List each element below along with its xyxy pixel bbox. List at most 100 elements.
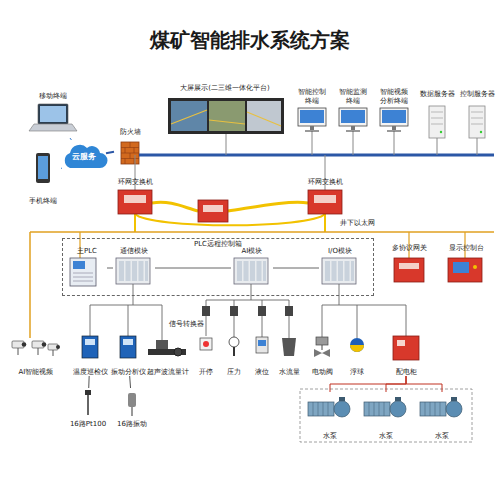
annotation-label: 井下以太网: [340, 219, 375, 228]
monitor-screen: [300, 110, 324, 123]
pump-motor: [364, 402, 390, 416]
pump-outlet: [395, 397, 401, 401]
main-plc: 主PLC: [67, 247, 107, 289]
node-label: 控制服务器: [460, 90, 495, 99]
terminal: 智能控制终端: [296, 88, 328, 136]
node-label: 多协议网关: [392, 244, 427, 253]
module-case: [116, 258, 150, 284]
ai-camera: AI智能视频: [8, 330, 64, 376]
instrument-box: [120, 336, 136, 358]
node-label: 移动终端: [39, 92, 67, 101]
ring-switch: 环网交换机: [108, 178, 162, 218]
float-switch: 浮球: [342, 330, 372, 376]
node-label: 开停: [199, 368, 213, 377]
cloud-service: 云服务: [62, 140, 106, 174]
plc-display: [73, 261, 85, 269]
sensor: 压力: [222, 330, 246, 376]
gateway: 多协议网关: [386, 244, 432, 286]
motor-fins: [313, 402, 328, 416]
power-cabinet: 配电柜: [384, 330, 428, 376]
motor-fins: [425, 402, 440, 416]
terminal-phone: 手机终端: [25, 150, 61, 205]
screen-wall: [168, 98, 284, 134]
node-label: 水泵: [379, 432, 393, 441]
screen-content: [171, 110, 281, 126]
module-slot: [263, 261, 266, 281]
sensor: 水流量: [276, 330, 302, 376]
node-label: 水泵: [323, 432, 337, 441]
module-slot: [119, 261, 124, 281]
pump-motor: [308, 402, 334, 416]
sensor: 开停: [194, 330, 218, 376]
node-label: 大屏展示(二三维一体化平台): [180, 84, 269, 93]
camera-stand: [53, 350, 54, 356]
pump-outlet: [451, 397, 457, 401]
connector: [273, 268, 319, 269]
module-slot: [325, 261, 330, 281]
drop-line: [477, 138, 478, 155]
drop-line: [394, 131, 395, 155]
node-label: 主PLC: [77, 247, 97, 256]
flowmeter: 超声波流量计: [146, 330, 190, 376]
camera-lens: [22, 342, 27, 347]
module-slot: [250, 261, 255, 281]
module-rack: [116, 258, 150, 284]
server-icon: [469, 106, 485, 155]
flow-sensor: [282, 338, 296, 356]
fiber-drop: [324, 214, 326, 232]
fiber-ring: [152, 202, 308, 211]
plc-module: 通信模块: [113, 247, 155, 289]
signal-wire: [90, 284, 162, 340]
probe-head: [85, 390, 91, 395]
module-case: [234, 258, 268, 284]
connector: [70, 138, 71, 140]
node-label: 浮球: [350, 368, 364, 377]
monitor-icon: [298, 108, 326, 155]
signal-wire: [206, 284, 289, 338]
node-label: 智能控制终端: [296, 88, 328, 105]
terminal: 智能视频分析终端: [378, 88, 410, 136]
monitor-icon: [380, 108, 408, 155]
module-slot: [139, 261, 144, 281]
laptop-base: [29, 124, 77, 131]
diagram-title: 煤矿智能排水系统方案: [0, 28, 500, 52]
instrument-display: [85, 339, 95, 345]
node-label: 环网交换机: [308, 178, 343, 187]
module-case: [322, 258, 356, 284]
ring-switch: 环网交换机: [298, 178, 352, 218]
node-label: I/O模块: [328, 247, 352, 256]
node-label: 手机终端: [29, 197, 57, 206]
signal-converter: [202, 306, 210, 316]
module-slot: [244, 261, 249, 281]
valve: 电动阀: [306, 330, 338, 376]
node-label: 超声波流量计: [147, 368, 189, 377]
vibration-probe: [128, 393, 136, 407]
connector: [406, 376, 442, 392]
monitor-base: [387, 130, 401, 131]
node-label: AI模块: [242, 247, 263, 256]
camera-icon: [12, 341, 60, 356]
firewall-wall: [121, 142, 139, 164]
float-ball: [350, 338, 364, 352]
pump-icon: [364, 397, 406, 417]
gateway-box: [394, 258, 424, 282]
monitor-frame: [298, 108, 326, 126]
switch-box: [198, 200, 228, 222]
float-half: [350, 345, 364, 352]
node-label: 智能监测终端: [337, 88, 369, 105]
module-slot: [237, 261, 242, 281]
node-label: 配电柜: [396, 368, 417, 377]
plc-cabinet: PLC远程控制箱主PLC通信模块AI模块I/O模块: [62, 238, 374, 296]
server-led: [440, 131, 442, 133]
motor-fins: [369, 402, 384, 416]
node-label: 防火墙: [120, 128, 141, 137]
connector: [107, 268, 113, 269]
monitor-screen: [382, 110, 406, 123]
signal-wire: [322, 284, 406, 338]
connector: [386, 376, 406, 392]
node-label: 16路振动: [117, 420, 147, 429]
server-led: [480, 131, 482, 133]
water-pump: 水泵: [360, 392, 412, 440]
module-slot: [126, 261, 131, 281]
node-label: 压力: [227, 368, 241, 377]
